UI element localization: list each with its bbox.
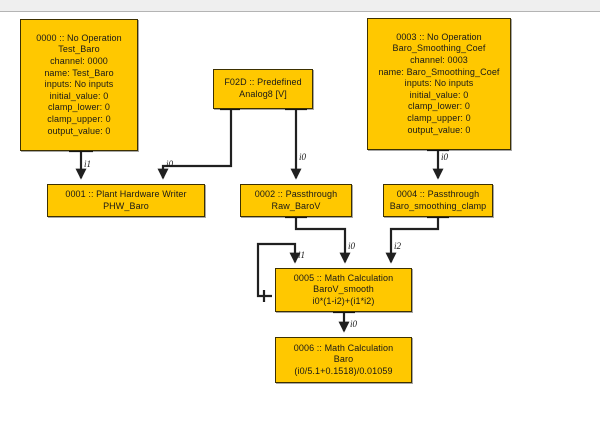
port-label-i0: i0 [299,152,307,162]
node-0003-no-operation[interactable]: 0003 :: No Operation Baro_Smoothing_Coef… [367,18,511,150]
node-line: Raw_BaroV [271,200,321,211]
toolbar-strip [0,0,600,12]
node-line: 0001 :: Plant Hardware Writer [65,188,187,199]
node-line: clamp_lower: 0 [48,102,110,113]
wire-f02d-to-0002 [285,107,307,180]
wire-0004-to-0005 [385,215,449,264]
wire-0002-to-0005 [285,215,351,264]
node-line: output_value: 0 [407,124,471,135]
node-line: output_value: 0 [47,125,111,136]
wire-f02d-to-0001 [157,107,240,180]
node-line: 0005 :: Math Calculation [293,272,394,283]
node-line: inputs: No inputs [44,79,114,90]
node-line: 0006 :: Math Calculation [293,342,394,353]
node-line: Test_Baro [58,44,100,55]
node-line: 0000 :: No Operation [36,32,122,43]
node-line: Baro_Smoothing_Coef [392,43,486,54]
node-line: name: Test_Baro [44,67,114,78]
node-formula: (i0/5.1+0.1518)/0.01059 [294,365,393,376]
port-label-i0: i0 [348,241,356,251]
port-label-i0: i0 [441,152,449,162]
node-line: 0002 :: Passthrough [254,188,338,199]
diagram-canvas[interactable]: 0000 :: No Operation Test_Baro channel: … [0,13,600,424]
port-label-i1: i1 [84,159,92,169]
port-label-i2: i2 [394,241,402,251]
node-line: channel: 0003 [410,55,468,66]
node-line: clamp_upper: 0 [407,112,471,123]
node-line: name: Baro_Smoothing_Coef [378,66,500,77]
node-0004-passthrough[interactable]: 0004 :: Passthrough Baro_smoothing_clamp [383,184,493,217]
node-0005-math-calculation[interactable]: 0005 :: Math Calculation BaroV_smooth i0… [275,268,412,312]
port-label-i1: i1 [298,250,306,260]
port-label-i0: i0 [350,319,358,329]
node-f02d-predefined[interactable]: F02D :: Predefined Analog8 [V] [213,69,313,109]
node-line: PHW_Baro [103,200,149,211]
node-line: Baro_smoothing_clamp [389,200,487,211]
node-line: initial_value: 0 [49,90,109,101]
port-label-i0: i0 [166,159,174,169]
node-line: clamp_lower: 0 [408,101,470,112]
node-0002-passthrough[interactable]: 0002 :: Passthrough Raw_BaroV [240,184,352,217]
node-0000-no-operation[interactable]: 0000 :: No Operation Test_Baro channel: … [20,19,138,151]
node-line: Baro [333,354,354,365]
node-line: channel: 0000 [50,56,108,67]
node-0001-plant-hardware-writer[interactable]: 0001 :: Plant Hardware Writer PHW_Baro [47,184,205,217]
node-line: initial_value: 0 [409,89,469,100]
node-line: F02D :: Predefined [224,77,302,88]
node-line: BaroV_smooth [313,284,374,295]
node-line: 0004 :: Passthrough [396,188,480,199]
node-0006-math-calculation[interactable]: 0006 :: Math Calculation Baro (i0/5.1+0.… [275,337,412,383]
node-line: 0003 :: No Operation [396,31,482,42]
node-line: Analog8 [V] [239,89,287,99]
node-line: clamp_upper: 0 [47,113,111,124]
node-line: inputs: No inputs [404,78,474,89]
node-formula: i0*(1-i2)+(i1*i2) [312,295,375,306]
